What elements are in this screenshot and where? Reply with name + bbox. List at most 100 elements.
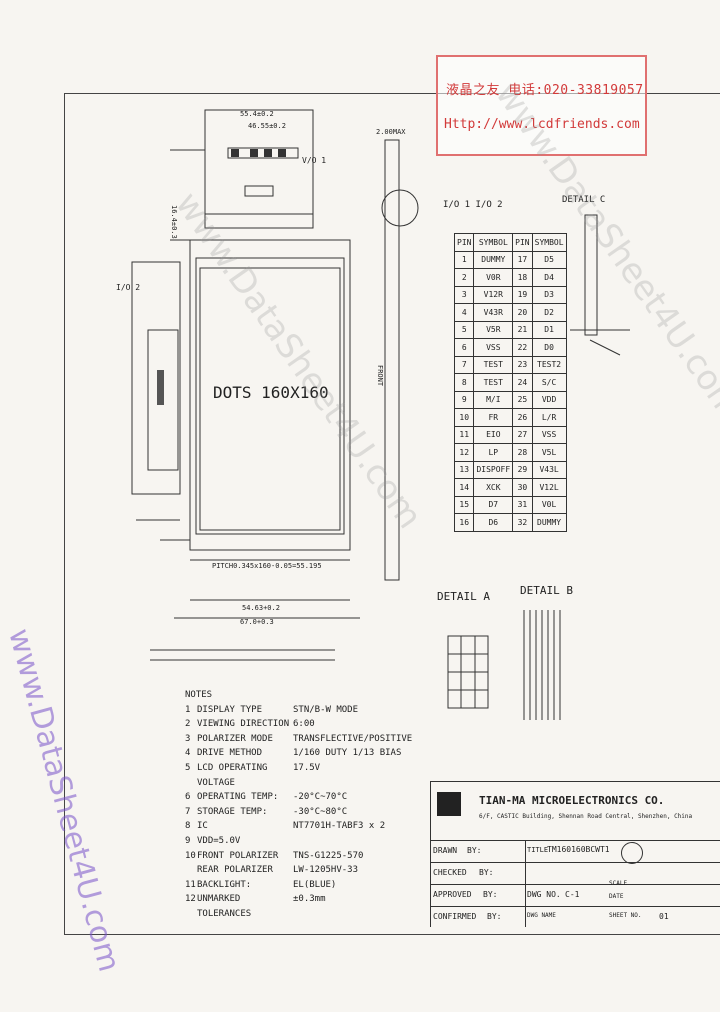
drawn-by: BY: [467, 846, 482, 855]
svg-text:46.55±0.2: 46.55±0.2 [248, 122, 286, 130]
fpc-connector [227, 147, 299, 159]
drawing-sheet-border [64, 93, 720, 935]
pin-cell: 23 [512, 355, 533, 374]
pin-cell: DISPOFF [473, 460, 514, 479]
pin-cell: S/C [531, 373, 567, 392]
pin-cell: V12L [531, 478, 567, 497]
svg-text:2.00MAX: 2.00MAX [376, 128, 406, 136]
pin-cell: D0 [531, 338, 567, 357]
note-num: 7 [185, 806, 191, 817]
note-val: -30°C~80°C [293, 806, 348, 817]
pin-cell: 25 [512, 390, 533, 409]
pin-cell: 29 [512, 460, 533, 479]
pin-cell: 21 [512, 320, 533, 339]
model-number: TM160160BCWT1 [547, 845, 610, 854]
pin-cell: 15 [453, 495, 475, 514]
note-val: TNS-G1225-570 [293, 850, 364, 861]
note-val: ±0.3mm [293, 894, 326, 905]
note-num: 11 [185, 879, 196, 890]
pin-cell: D3 [531, 285, 567, 304]
pin-cell: 3 [453, 285, 475, 304]
pin-cell: 5 [453, 320, 475, 339]
note-num [185, 863, 197, 878]
pin-cell: 7 [453, 355, 475, 374]
pin-cell: 20 [512, 303, 533, 322]
drawn-label: DRAWN [433, 846, 458, 855]
pin-cell: 27 [512, 425, 533, 444]
pin-cell: 16 [453, 513, 475, 532]
note-key: UNMARKED TOLERANCES [197, 894, 252, 919]
pin-cell: D5 [531, 250, 567, 269]
title-label: TITLE [527, 846, 549, 854]
pin-cell: 26 [512, 408, 533, 427]
note-val: 17.5V [293, 762, 321, 773]
active-area [199, 267, 341, 531]
note-num: 8 [185, 821, 191, 832]
pin-cell: VDD [531, 390, 567, 409]
connector-block [278, 149, 286, 157]
side-connector-outline [131, 261, 181, 495]
pin-cell: D7 [473, 495, 514, 514]
pin-cell: 14 [453, 478, 475, 497]
stamp-line-2: Http://www.lcdfriends.com [444, 117, 640, 132]
pin-cell: D4 [531, 268, 567, 287]
note-num: 2 [185, 719, 191, 730]
note-key: STORAGE TEMP: [197, 806, 268, 817]
pin-cell: TEST [473, 373, 514, 392]
note-item: 7 STORAGE TEMP: -30°C~80°C [185, 805, 412, 820]
pin-cell: V0R [473, 268, 514, 287]
stamp-line-1: 液晶之友 电话:020-33819057 [446, 83, 644, 98]
pin-cell: 9 [453, 390, 475, 409]
pin-cell: V5L [531, 443, 567, 462]
note-val: 6:00 [293, 719, 315, 730]
pin-cell: 31 [512, 495, 533, 514]
pin-cell: 19 [512, 285, 533, 304]
pin-cell: V43L [531, 460, 567, 479]
pin-cell: D2 [531, 303, 567, 322]
note-key: FRONT POLARIZER [197, 850, 279, 861]
pin-cell: TEST [473, 355, 514, 374]
date-label: DATE [609, 893, 624, 900]
detail-c-marker [381, 189, 419, 227]
title-block: TIAN-MA MICROELECTRONICS CO. 6/F, CASTIC… [430, 781, 720, 927]
pin-cell: 12 [453, 443, 475, 462]
svg-text:16.4±0.3: 16.4±0.3 [170, 205, 178, 239]
side-profile [384, 139, 400, 581]
pin-cell: 18 [512, 268, 533, 287]
note-num: 9 [185, 835, 191, 846]
note-key: BACKLIGHT: [197, 879, 252, 890]
pin-cell: 13 [453, 460, 475, 479]
note-key: VIEWING DIRECTION [197, 719, 290, 730]
pin-cell: L/R [531, 408, 567, 427]
pin-cell: V0L [531, 495, 567, 514]
note-num: 3 [185, 733, 191, 744]
note-val: NT7701H-TABF3 x 2 [293, 821, 386, 832]
confirmed-by: BY: [487, 912, 502, 921]
note-val: STN/B-W MODE [293, 704, 359, 715]
pin-cell: V12R [473, 285, 514, 304]
note-key: DRIVE METHOD [197, 748, 263, 759]
note-val: -20°C~70°C [293, 792, 348, 803]
pin-cell: 1 [453, 250, 475, 269]
pitch-label: PITCH0.345x160-0.05=55.195 [212, 562, 322, 570]
pin-cell: 11 [453, 425, 475, 444]
